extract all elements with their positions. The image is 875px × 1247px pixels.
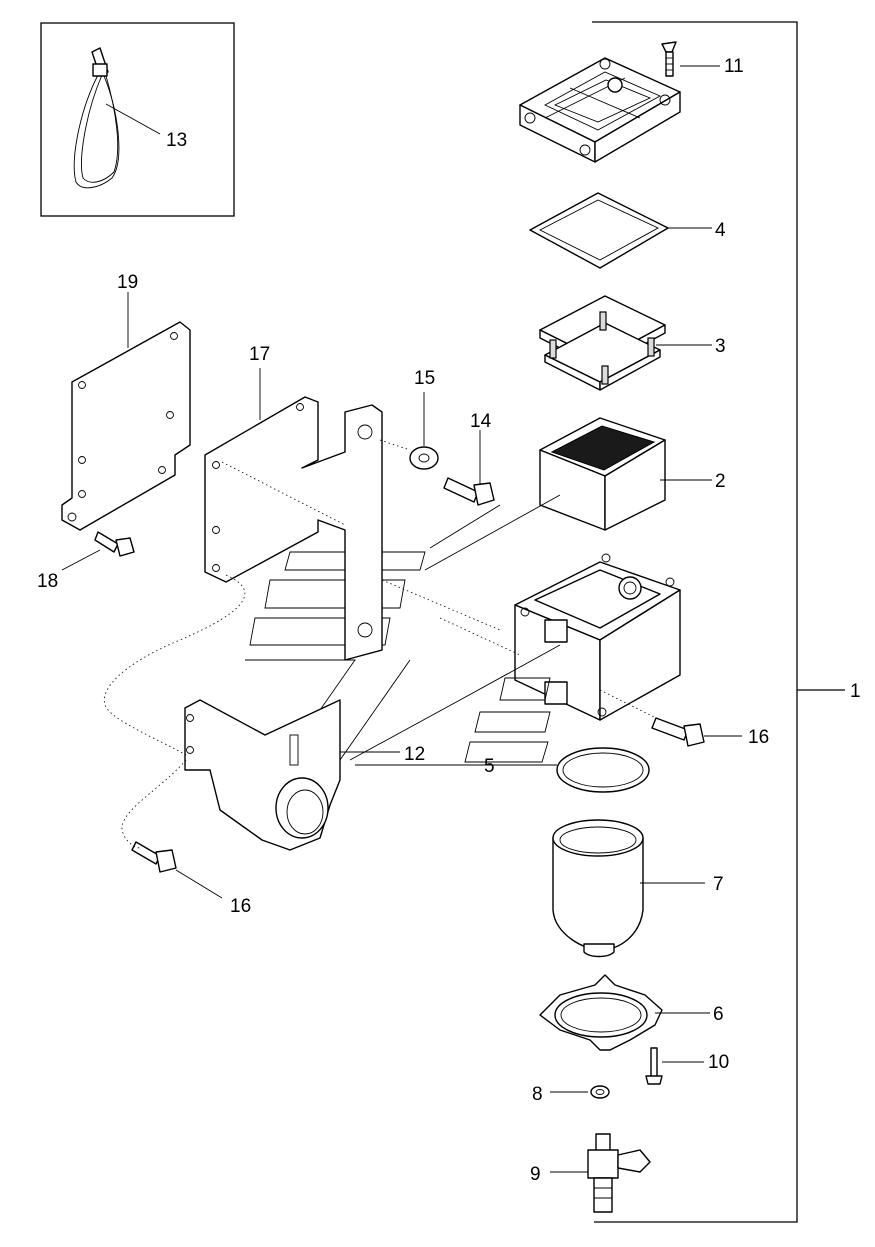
dotted-assembly-lines bbox=[103, 439, 661, 849]
group-bracket-line bbox=[592, 21, 845, 1223]
inset-box-part-13 bbox=[40, 22, 235, 217]
callout-4: 4 bbox=[715, 220, 726, 241]
wing-bolt-part bbox=[661, 41, 720, 77]
callout-13: 13 bbox=[166, 130, 187, 151]
filter-element-part bbox=[539, 417, 712, 531]
square-gasket-part bbox=[529, 192, 712, 269]
callout-2: 2 bbox=[715, 471, 726, 492]
filter-housing-part bbox=[514, 553, 681, 721]
bracket-plate-part bbox=[204, 368, 383, 661]
callout-6: 6 bbox=[713, 1004, 724, 1025]
seal-washer-part bbox=[550, 1085, 610, 1099]
o-ring-part bbox=[503, 747, 650, 793]
hex-bolt-part-18 bbox=[61, 531, 135, 571]
callout-5: 5 bbox=[484, 756, 495, 777]
callout-18-19: 19 bbox=[117, 272, 138, 293]
hex-bolt-part-16-right bbox=[651, 717, 742, 747]
callout-1: 1 bbox=[850, 681, 861, 702]
callout-10: 10 bbox=[708, 1052, 729, 1073]
callout-7: 7 bbox=[713, 874, 724, 895]
callout-8: 8 bbox=[532, 1084, 543, 1105]
mounting-plate-part bbox=[61, 292, 191, 531]
callout-18: 18 bbox=[37, 571, 58, 592]
callout-9: 9 bbox=[530, 1164, 541, 1185]
callout-16-left: 16 bbox=[230, 896, 251, 917]
callout-12: 12 bbox=[404, 744, 425, 765]
callout-11: 11 bbox=[724, 56, 744, 77]
cable-tie-part bbox=[73, 47, 120, 189]
hex-bolt-part-14 bbox=[443, 430, 495, 506]
callout-17: 17 bbox=[249, 344, 270, 365]
washer-part bbox=[409, 392, 439, 470]
bowl-collar-part bbox=[539, 974, 710, 1051]
callout-3: 3 bbox=[715, 336, 726, 357]
mounting-frame-part bbox=[519, 57, 681, 163]
filter-bowl-part bbox=[552, 819, 705, 958]
drain-valve-part bbox=[550, 1133, 651, 1213]
callout-15: 15 bbox=[414, 368, 435, 389]
hex-bolt-part-16-left bbox=[131, 841, 223, 899]
callout-16-right: 16 bbox=[748, 727, 769, 748]
l-bracket-part bbox=[184, 699, 400, 851]
callout-14: 14 bbox=[470, 411, 492, 432]
spring-cage-part bbox=[539, 295, 712, 391]
screw-part bbox=[645, 1047, 704, 1085]
